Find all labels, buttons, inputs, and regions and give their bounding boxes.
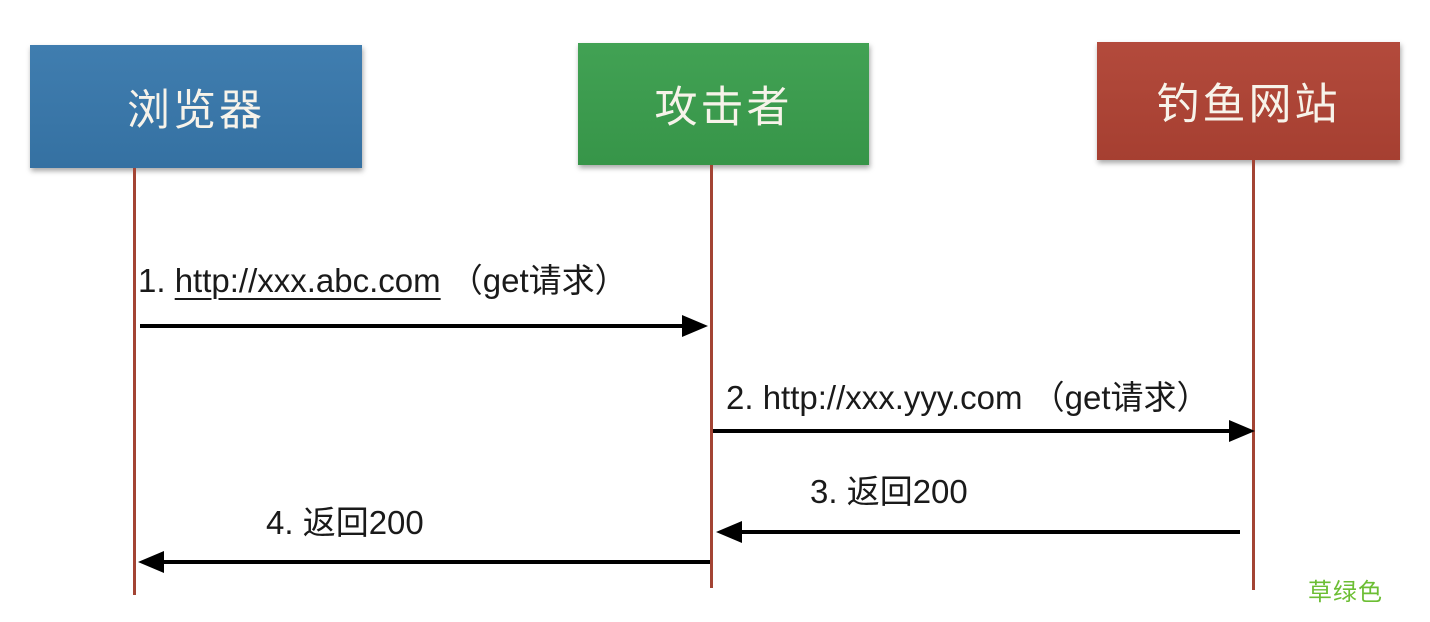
actor-box-attacker: 攻击者 xyxy=(578,43,869,165)
actor-box-browser: 浏览器 xyxy=(30,45,362,168)
message-1-suffix: （get请求） xyxy=(440,262,628,299)
lifeline-browser xyxy=(133,168,136,595)
color-annotation: 草绿色 xyxy=(1308,579,1383,606)
actor-label-browser: 浏览器 xyxy=(127,86,265,135)
message-1-number: 1. xyxy=(138,262,175,299)
lifeline-attacker xyxy=(710,165,713,588)
message-1-arrowhead-right-icon xyxy=(682,315,708,337)
message-1-arrow-line xyxy=(140,324,684,328)
message-1-url: http://xxx.abc.com xyxy=(174,262,441,299)
lifeline-phishing xyxy=(1252,160,1255,590)
actor-box-phishing: 钓鱼网站 xyxy=(1097,42,1400,160)
message-2-arrowhead-right-icon xyxy=(1229,420,1255,442)
message-3-arrowhead-left-icon xyxy=(716,521,742,543)
actor-label-attacker: 攻击者 xyxy=(654,84,793,132)
message-4-arrowhead-left-icon xyxy=(138,551,164,573)
message-2-label: 2. http://xxx.yyy.com （get请求） xyxy=(726,379,1210,416)
message-4-label: 4. 返回200 xyxy=(266,504,424,541)
message-3-arrow-line xyxy=(742,530,1240,534)
message-4-arrow-line xyxy=(164,560,710,564)
message-3-label: 3. 返回200 xyxy=(810,473,968,510)
message-2-arrow-line xyxy=(713,429,1231,433)
actor-label-phishing: 钓鱼网站 xyxy=(1156,81,1341,129)
message-1-label: 1. http://xxx.abc.com （get请求） xyxy=(138,260,628,301)
